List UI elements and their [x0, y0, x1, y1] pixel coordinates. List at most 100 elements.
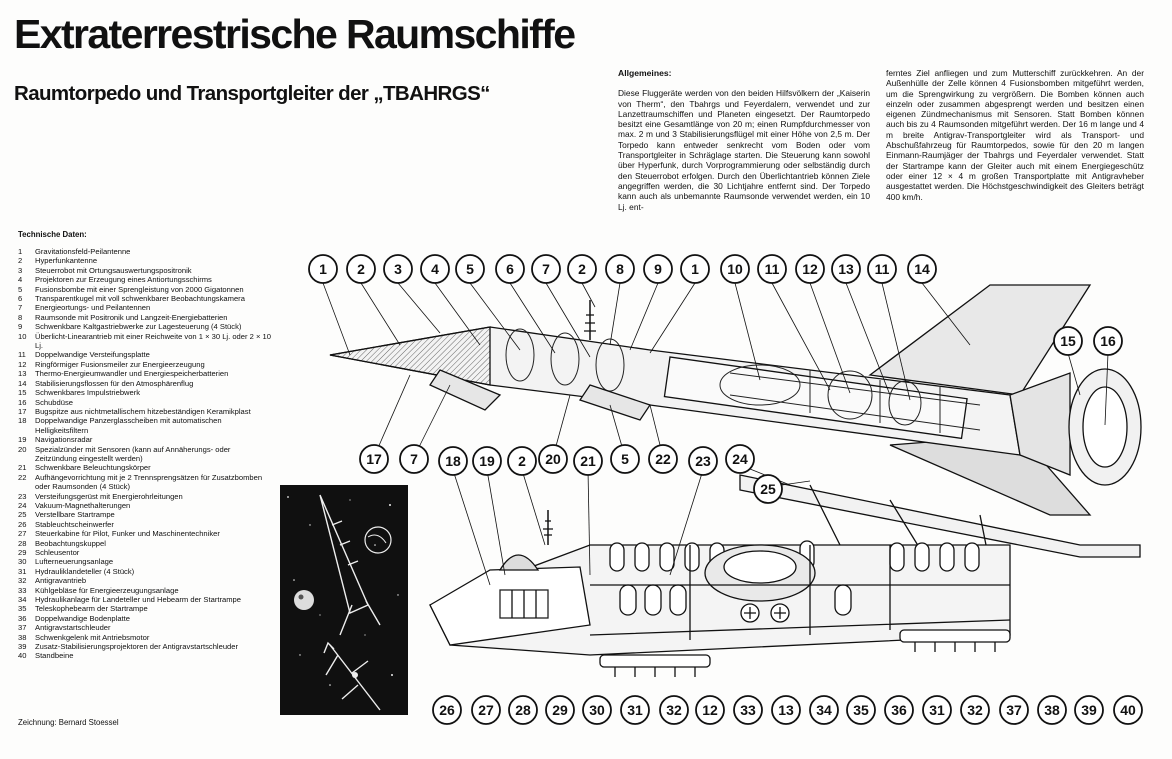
tech-item: 16 Schubdüse [18, 398, 273, 407]
svg-text:10: 10 [727, 261, 743, 277]
svg-text:1: 1 [691, 261, 699, 277]
tech-item-number: 20 [18, 444, 27, 454]
tech-item-number: 24 [18, 500, 27, 510]
mid-callout: 16 [1093, 326, 1123, 356]
svg-text:6: 6 [506, 261, 514, 277]
tech-item-label: Energieortungs- und Peilantennen [35, 303, 151, 313]
tech-item-label: Hydraulikanlage für Landeteller und Hebe… [35, 595, 241, 605]
svg-text:29: 29 [552, 702, 568, 718]
general-text-column-2: ferntes Ziel anfliegen und zum Muttersch… [886, 68, 1144, 202]
tech-item-label: Transparentkugel mit voll schwenkbarer B… [35, 294, 245, 304]
tech-item-number: 18 [18, 416, 27, 426]
svg-text:18: 18 [445, 453, 461, 469]
tech-item-number: 28 [18, 538, 27, 548]
svg-text:27: 27 [478, 702, 494, 718]
tech-item-number: 8 [18, 312, 23, 322]
svg-text:4: 4 [431, 261, 439, 277]
svg-text:32: 32 [967, 702, 983, 718]
top-callout: 1 [308, 254, 338, 284]
left-callout: 20 [538, 444, 568, 474]
bottom-callout: 36 [884, 695, 914, 725]
transport-glider [429, 510, 1011, 677]
svg-text:13: 13 [838, 261, 854, 277]
tech-item-number: 4 [18, 275, 23, 285]
svg-text:19: 19 [479, 453, 495, 469]
tech-item-number: 17 [18, 406, 27, 416]
page-title: Extraterrestrische Raumschiffe [14, 11, 576, 57]
top-callout: 7 [531, 254, 561, 284]
left-callout: 5 [610, 444, 640, 474]
upper-callout: 23 [688, 446, 718, 476]
mid-callout: 15 [1053, 326, 1083, 356]
tech-item: 5 Fusionsbombe mit einer Sprengleistung v… [18, 285, 273, 294]
tech-item-label: Kühlgebläse für Energieerzeugungsanlage [35, 585, 179, 595]
top-callout: 6 [495, 254, 525, 284]
top-callout: 13 [831, 254, 861, 284]
tech-item-number: 16 [18, 397, 27, 407]
svg-text:2: 2 [578, 261, 586, 277]
bottom-callout: 30 [582, 695, 612, 725]
tech-item-number: 7 [18, 303, 23, 313]
tech-item-number: 23 [18, 491, 27, 501]
tech-item-number: 11 [18, 350, 26, 360]
svg-text:28: 28 [515, 702, 531, 718]
tech-item-number: 9 [18, 322, 23, 332]
svg-text:12: 12 [702, 702, 718, 718]
top-callout: 14 [907, 254, 937, 284]
svg-text:1: 1 [319, 261, 327, 277]
svg-text:12: 12 [802, 261, 818, 277]
svg-text:7: 7 [542, 261, 550, 277]
tech-item-label: Steuerkabine für Pilot, Funker und Masch… [35, 529, 220, 539]
tech-item-label: Thermo-Energieumwandler und Energiespeic… [35, 369, 229, 379]
tech-item-label: Gravitationsfeld-Peilantenne [35, 247, 131, 256]
top-callout: 11 [867, 254, 897, 284]
svg-text:7: 7 [410, 451, 418, 467]
svg-text:8: 8 [616, 261, 624, 277]
tech-item-number: 2 [18, 256, 23, 266]
bottom-callout: 33 [733, 695, 763, 725]
tech-item-label: Schubdüse [35, 397, 73, 407]
tech-item-number: 5 [18, 284, 23, 294]
tech-item-number: 32 [18, 576, 27, 586]
svg-text:5: 5 [621, 451, 629, 467]
tech-item-label: Fusionsbombe mit einer Sprengleistung vo… [35, 284, 244, 294]
tech-item-number: 36 [18, 613, 27, 623]
tech-item-label: Schleusentor [35, 548, 80, 557]
bottom-callout: 38 [1037, 695, 1067, 725]
tech-item-number: 31 [18, 566, 27, 576]
tech-item-label: Raumsonde mit Positronik und Langzeit-En… [35, 312, 228, 322]
tech-item-number: 19 [18, 435, 27, 445]
tech-item-label: Verstellbare Startrampe [35, 510, 115, 520]
svg-text:26: 26 [439, 702, 455, 718]
svg-text:38: 38 [1044, 702, 1060, 718]
upper-callout: 25 [753, 474, 783, 504]
upper-callout: 19 [472, 446, 502, 476]
tech-item-label: Hyperfunkantenne [35, 256, 98, 266]
svg-text:23: 23 [695, 453, 711, 469]
svg-text:14: 14 [914, 261, 930, 277]
tech-item-number: 14 [18, 378, 27, 388]
svg-text:33: 33 [740, 702, 756, 718]
top-callout: 1 [680, 254, 710, 284]
bottom-callout: 13 [771, 695, 801, 725]
bottom-callout: 27 [471, 695, 501, 725]
bottom-callout: 39 [1074, 695, 1104, 725]
bottom-callout: 26 [432, 695, 462, 725]
top-callout: 5 [455, 254, 485, 284]
